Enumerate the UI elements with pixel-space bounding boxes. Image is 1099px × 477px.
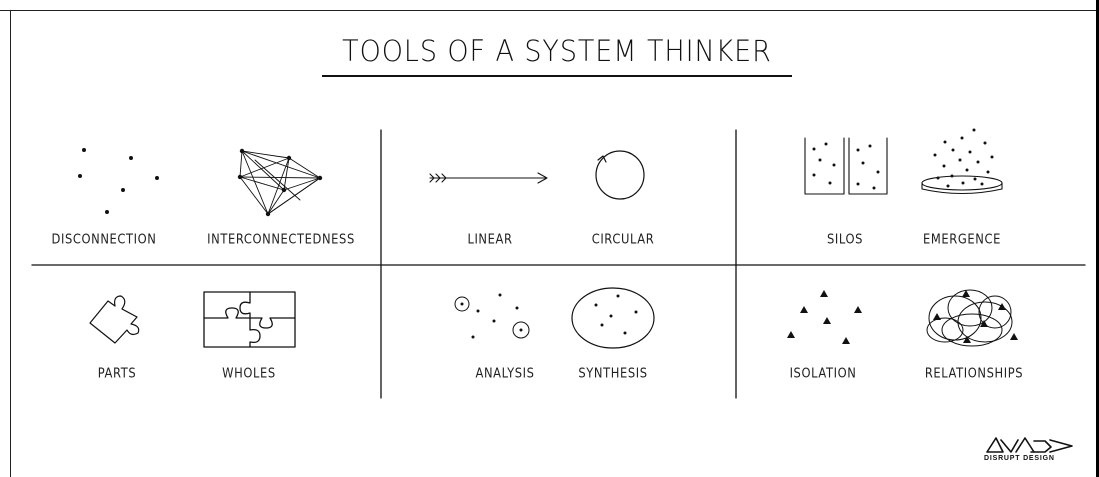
label-parts: PARTS [97,364,137,382]
linear-arrow-icon [429,172,548,184]
label-circular: CIRCULAR [591,230,655,248]
silos-icon [804,137,888,195]
parts-puzzle-icon [89,295,140,344]
logo-wordmark: DISRUPT DESIGN [984,455,1055,462]
label-isolation: ISOLATION [789,364,857,382]
analysis-icon [454,293,530,339]
emergence-icon [921,128,1003,195]
label-analysis: ANALYSIS [475,364,535,382]
label-emergence: EMERGENCE [923,230,1001,248]
label-wholes: WHOLES [222,364,276,382]
frame-right-border [1096,0,1099,477]
circular-icon [595,150,645,200]
label-relationships: RELATIONSHIPS [924,364,1024,382]
isolation-icon [787,290,862,344]
label-interconnectedness: INTERCONNECTEDNESS [207,230,355,248]
disrupt-design-logo-icon [986,437,1073,453]
disconnection-icon [78,148,159,214]
interconnectedness-icon [237,148,323,217]
label-silos: SILOS [826,230,864,248]
title-underline [322,75,792,77]
label-synthesis: SYNTHESIS [578,364,648,382]
label-linear: LINEAR [467,230,513,248]
label-disconnection: DISCONNECTION [51,230,157,248]
frame-left-border [10,10,11,477]
synthesis-icon [571,287,655,349]
wholes-puzzle-icon [203,291,296,348]
relationships-icon [926,289,1018,347]
frame-top-border [0,10,1099,11]
diagram-title: TOOLS OF A SYSTEM THINKER [342,34,772,68]
